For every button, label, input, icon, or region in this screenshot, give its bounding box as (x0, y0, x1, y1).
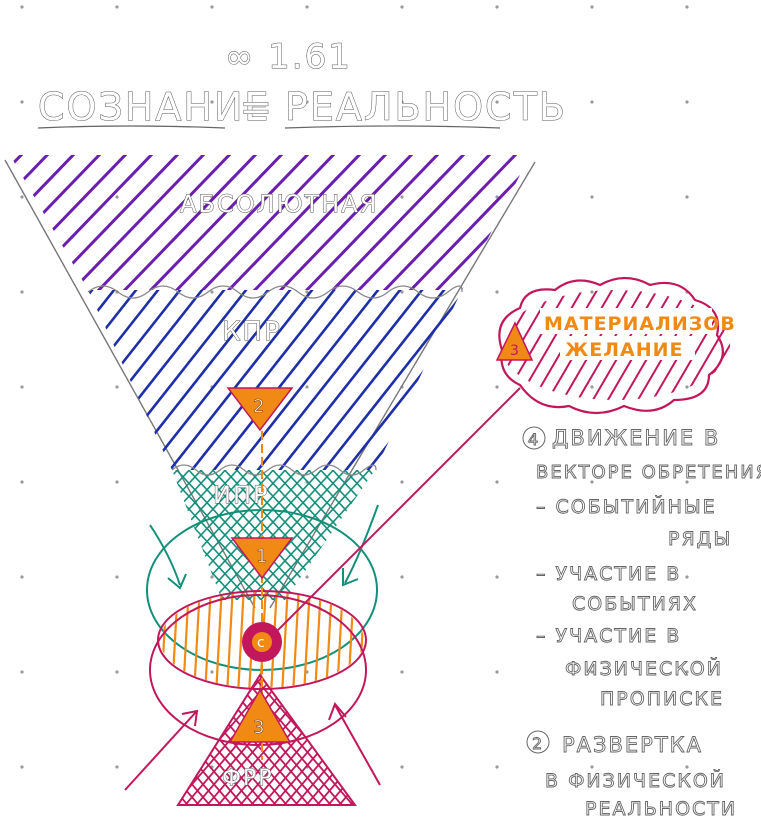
cloud-title-line1: МАТЕРИАЛИЗОВ (544, 313, 736, 335)
note-dash-3-line2: ФИЗИЧЕСКОЙ (565, 657, 723, 680)
note-dash-2-line2: СОБЫТИЯХ (572, 593, 698, 615)
note-2-line3: РЕАЛЬНОСТИ (585, 798, 737, 820)
title-right: РЕАЛЬНОСТЬ (285, 85, 567, 129)
note-2-number: 2 (532, 734, 542, 753)
version-label: ∞ 1.61 (225, 37, 352, 77)
note-4-line2: ВЕКТОРЕ ОБРЕТЕНИЯ (536, 462, 761, 483)
cloud-title-line2: ЖЕЛАНИЕ (565, 339, 684, 361)
marker-3-label: 3 (253, 717, 264, 738)
cloud-number-label: 3 (510, 343, 519, 359)
note-dash-1-line2: РЯДЫ (668, 528, 732, 550)
center-node: с (242, 622, 282, 662)
title-equals: = (240, 85, 274, 129)
note-dash-1-line1: – СОБЫТИЙНЫЕ (536, 495, 717, 518)
note-2-line2: В ФИЗИЧЕСКОЙ (545, 769, 726, 792)
note-4-line1: ДВИЖЕНИЕ В (552, 426, 720, 450)
marker-1-label: 1 (256, 546, 267, 567)
title-left: СОЗНАНИЕ (38, 85, 270, 129)
note-dash-3-line1: – УЧАСТИЕ В (536, 625, 681, 647)
note-dash-3-line3: ПРОПИСКЕ (600, 688, 724, 710)
zone-label-frr: ФРР (222, 766, 273, 791)
note-4-number: 4 (528, 430, 538, 449)
center-node-label: с (257, 635, 265, 651)
zone-label-absolute: АБСОЛЮТНАЯ (180, 190, 378, 218)
note-2-line1: РАЗВЕРТКА (562, 733, 703, 757)
note-dash-2-line1: – УЧАСТИЕ В (536, 563, 681, 585)
zone-label-kpr: КПР (222, 317, 282, 347)
marker-2-label: 2 (253, 396, 264, 417)
